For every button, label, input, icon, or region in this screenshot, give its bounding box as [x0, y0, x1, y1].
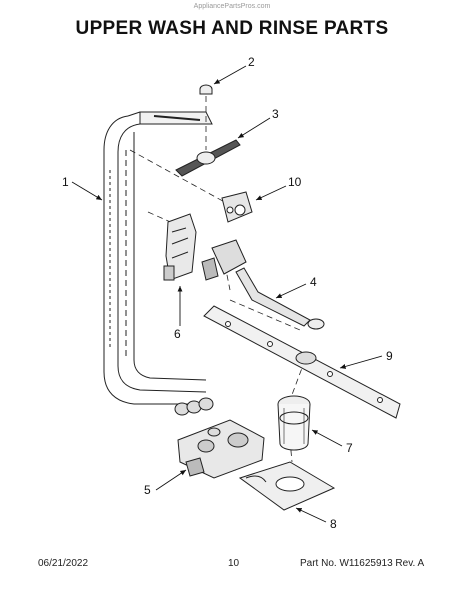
page-title: UPPER WASH AND RINSE PARTS	[75, 18, 389, 39]
callout-1: 1	[62, 175, 69, 189]
fitting-part	[221, 191, 253, 223]
diverter-housing-part	[177, 419, 265, 479]
watermark: AppliancePartsPros.com	[193, 3, 271, 10]
mounting-plate-part	[238, 461, 336, 511]
spray-arm-part	[175, 139, 241, 177]
manifold-part	[201, 239, 325, 330]
wash-arm-cap-part	[199, 84, 213, 95]
callout-3: 3	[272, 107, 279, 121]
leader-lines	[71, 65, 383, 523]
retainer-clip-part	[163, 213, 197, 281]
callout-labels: 2 3 1 10 4 6 9 7 5 8	[62, 55, 393, 531]
footer-date: 06/21/2022	[38, 558, 89, 569]
rail-part	[203, 305, 401, 419]
filter-cup-part	[277, 395, 311, 451]
callout-9: 9	[386, 349, 393, 363]
callout-6: 6	[174, 327, 181, 341]
callout-5: 5	[144, 483, 151, 497]
callout-8: 8	[330, 517, 337, 531]
callout-10: 10	[288, 175, 302, 189]
callout-2: 2	[248, 55, 255, 69]
footer-page-number: 10	[228, 558, 240, 569]
footer-part-number: Part No. W11625913 Rev. A	[300, 558, 425, 569]
callout-4: 4	[310, 275, 317, 289]
supply-tube-part	[103, 111, 214, 416]
callout-7: 7	[346, 441, 353, 455]
